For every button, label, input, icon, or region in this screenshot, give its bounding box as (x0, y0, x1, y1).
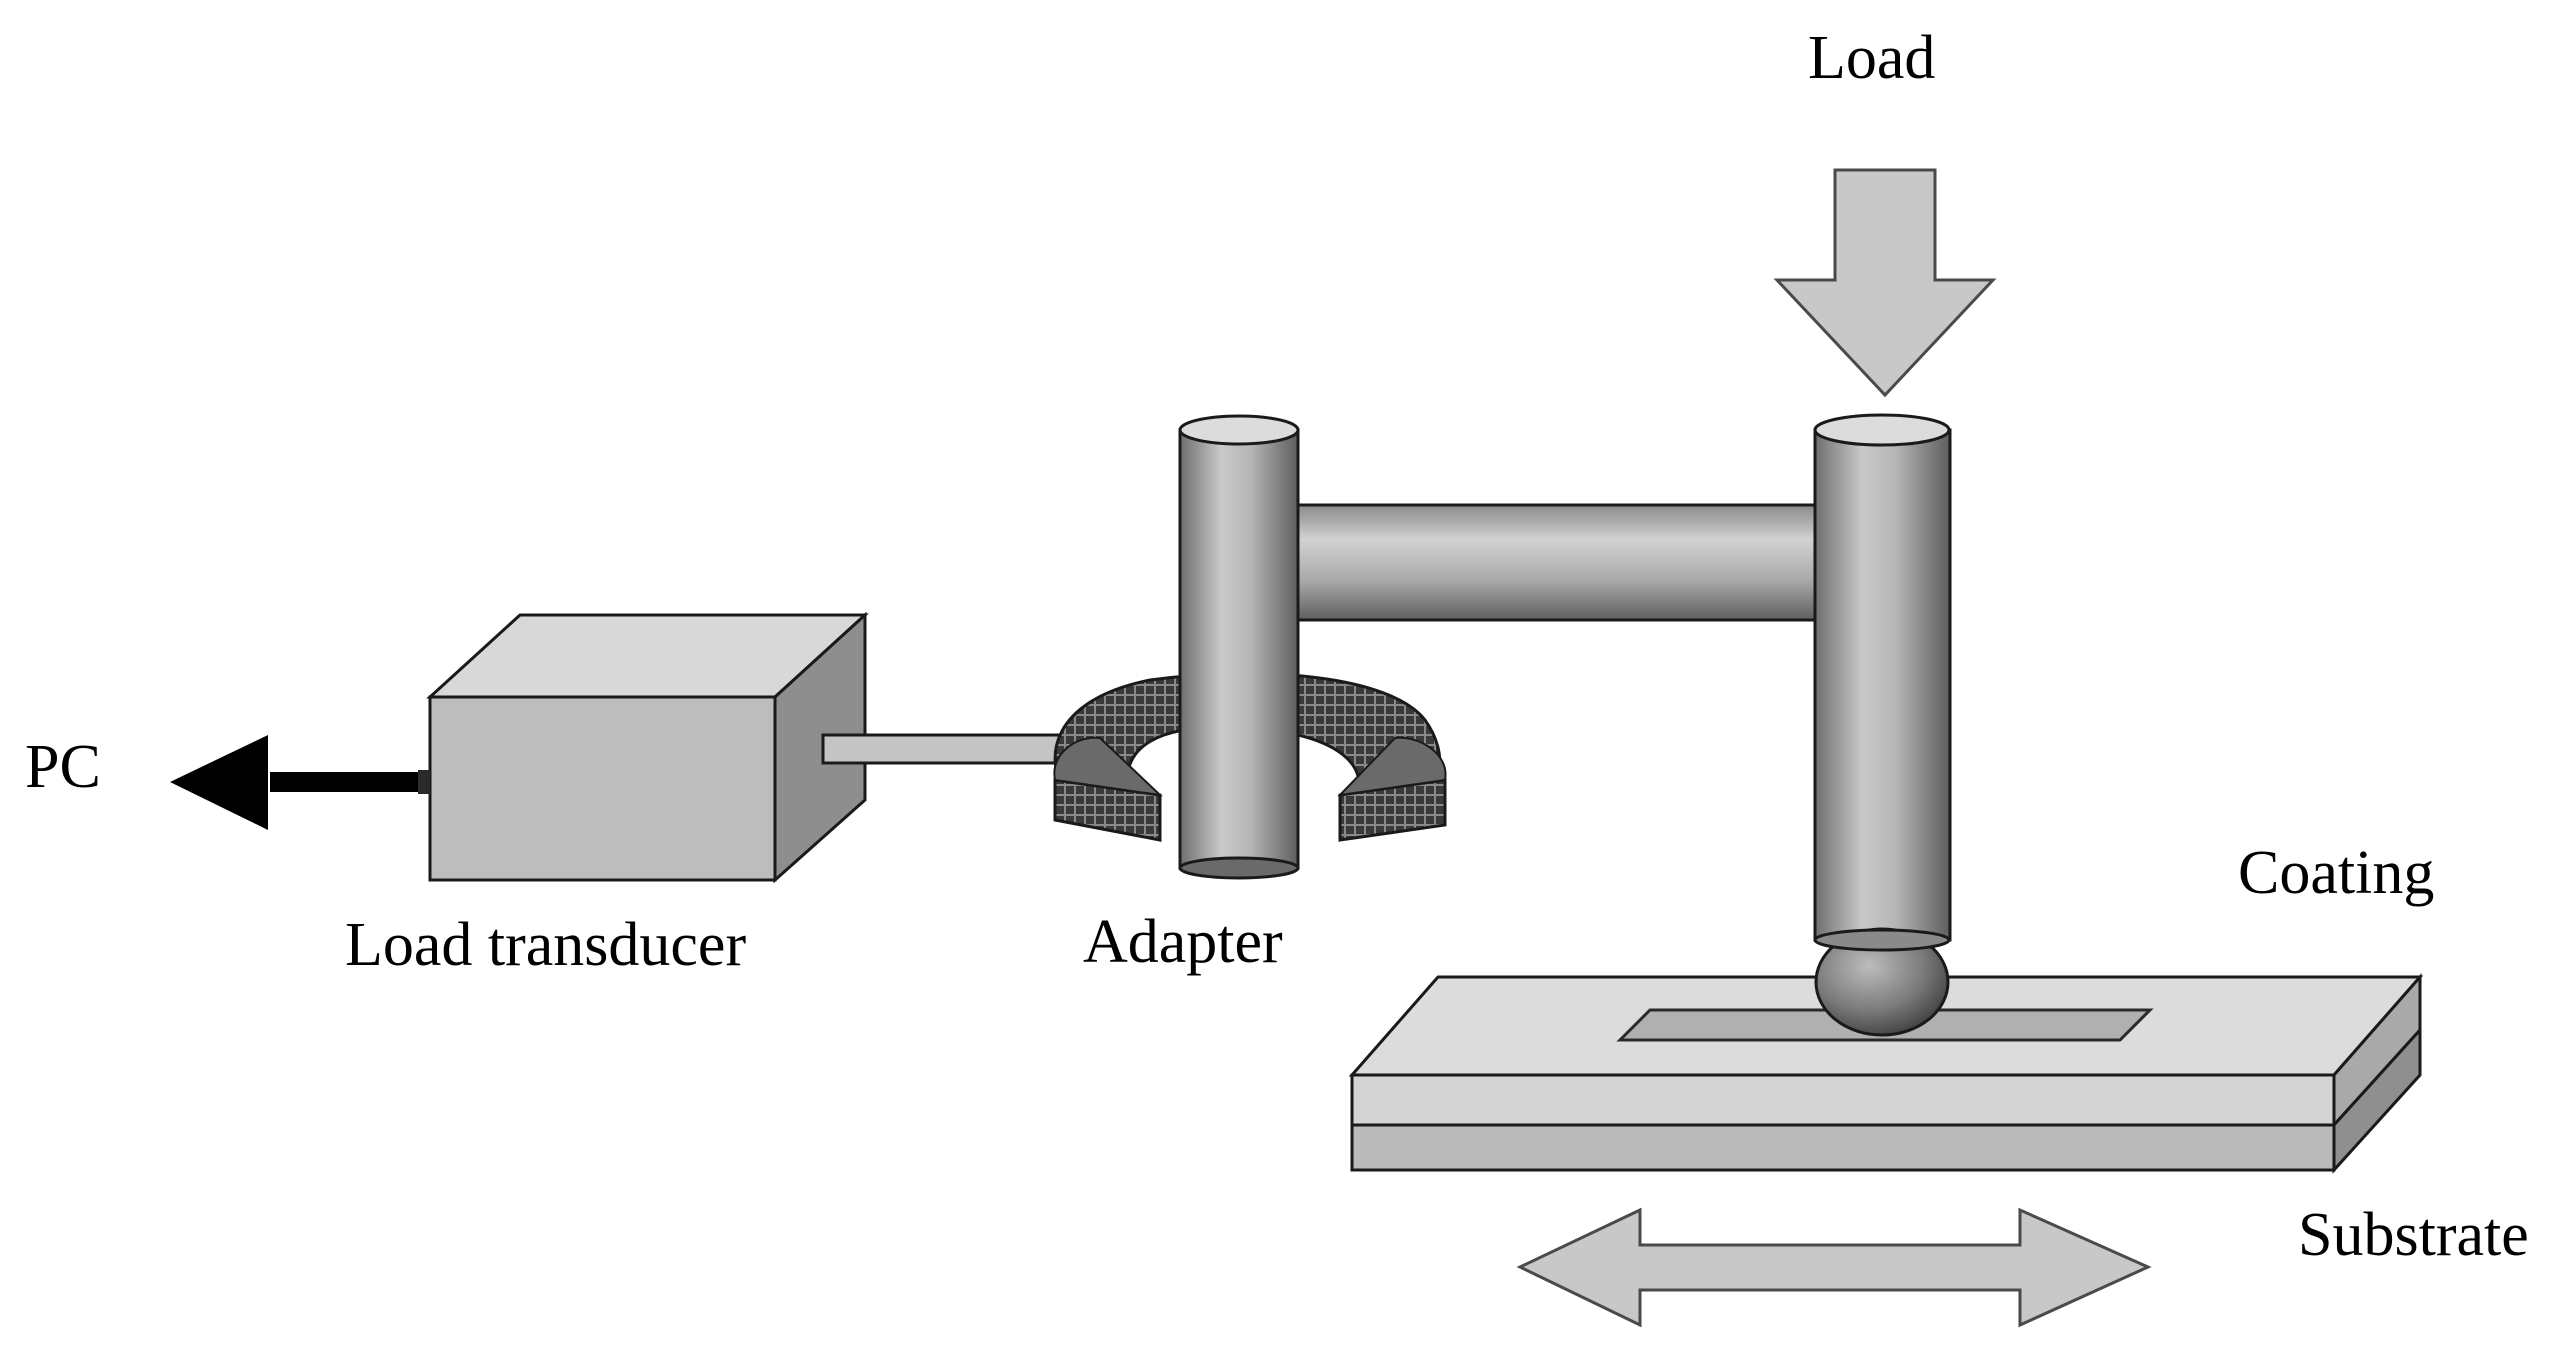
pc-label: PC (25, 733, 101, 801)
pc-arrow (170, 735, 430, 830)
sample-plate (1348, 973, 2424, 1174)
adapter-ring (1053, 672, 1447, 842)
load-transducer-box (426, 611, 869, 884)
adapter-post (1178, 414, 1300, 880)
substrate-label: Substrate (2298, 1201, 2529, 1269)
pin-holder (1813, 413, 1952, 942)
load-label: Load (1808, 24, 1935, 92)
load-transducer-label: Load transducer (345, 911, 746, 979)
ball (1813, 927, 1951, 1037)
load-arrow (1773, 168, 1997, 398)
coating-label: Coating (2238, 839, 2434, 907)
connecting-rod (821, 733, 1070, 765)
horizontal-arm (1255, 503, 1837, 622)
motion-arrow (1516, 1207, 2152, 1328)
adapter-label: Adapter (1083, 908, 1283, 976)
